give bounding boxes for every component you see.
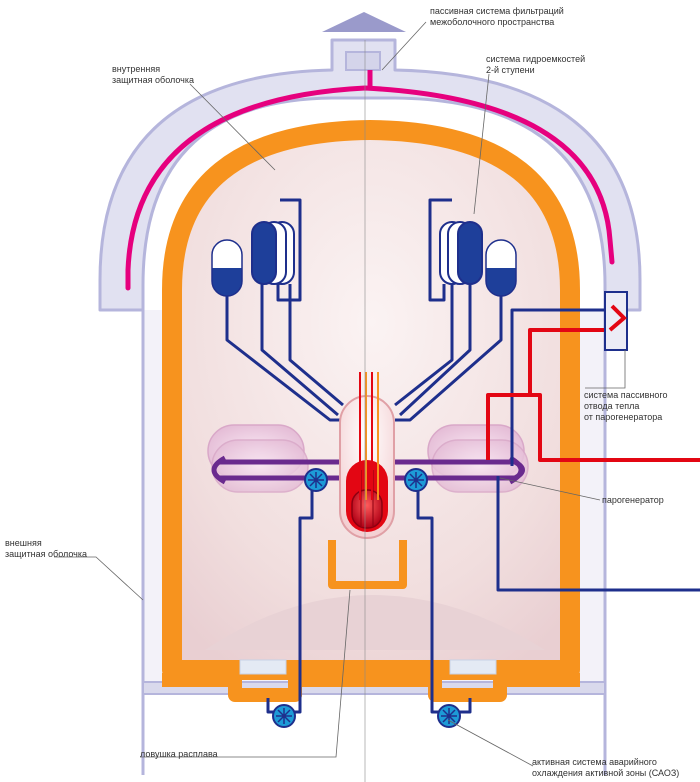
label-filter-system-line2: межоболочного пространства [430, 17, 555, 27]
pump-left [304, 468, 328, 492]
label-hydro-tanks-line2: 2-й ступени [486, 65, 535, 75]
label-eccs: активная система аварийного охлаждения а… [532, 757, 679, 779]
label-passive-heat-line2: отвода тепла [584, 401, 640, 411]
label-steam-generator-line1: парогенератор [602, 495, 664, 505]
label-inner-shell: внутренняя защитная оболочка [112, 64, 194, 86]
label-inner-shell-line1: внутренняя [112, 64, 161, 74]
label-core-catcher: ловушка расплава [140, 749, 218, 760]
coolant-piping [225, 198, 700, 714]
label-outer-shell: внешняя защитная оболочка [5, 538, 87, 560]
sump-left [239, 659, 287, 675]
eccs-pump-left [272, 704, 296, 728]
label-inner-shell-line2: защитная оболочка [112, 75, 194, 85]
label-passive-heat-line1: система пассивного [584, 390, 668, 400]
heat-exchanger [604, 291, 628, 351]
accumulator-left-small [211, 239, 243, 297]
core-catcher [328, 540, 407, 589]
label-hydro-tanks: система гидроемкостей 2-й ступени [486, 54, 585, 76]
label-core-catcher-line1: ловушка расплава [140, 749, 218, 759]
accumulator-left-large [251, 221, 295, 285]
label-outer-shell-line2: защитная оболочка [5, 549, 87, 559]
leader-lines [54, 21, 626, 767]
accumulator-right-large [439, 221, 483, 285]
eccs-pump-right [437, 704, 461, 728]
label-filter-system-line1: пассивная система фильтраций [430, 6, 564, 16]
label-passive-heat: система пассивного отвода тепла от парог… [584, 390, 668, 423]
label-steam-generator: парогенератор [602, 495, 664, 506]
inner-containment-shell [162, 120, 580, 680]
pump-right [404, 468, 428, 492]
label-eccs-line1: активная система аварийного [532, 757, 657, 767]
reactor-vessel [339, 372, 395, 539]
label-hydro-tanks-line1: система гидроемкостей [486, 54, 586, 64]
label-passive-heat-line3: от парогенератора [584, 412, 663, 422]
label-eccs-line2: охлаждения активной зоны (САОЗ) [532, 768, 680, 778]
label-filter-system: пассивная система фильтраций межоболочно… [430, 6, 564, 28]
label-outer-shell-line1: внешняя [5, 538, 42, 548]
vent-cap [322, 12, 406, 32]
sump-right [449, 659, 497, 675]
accumulator-right-small [485, 239, 517, 297]
